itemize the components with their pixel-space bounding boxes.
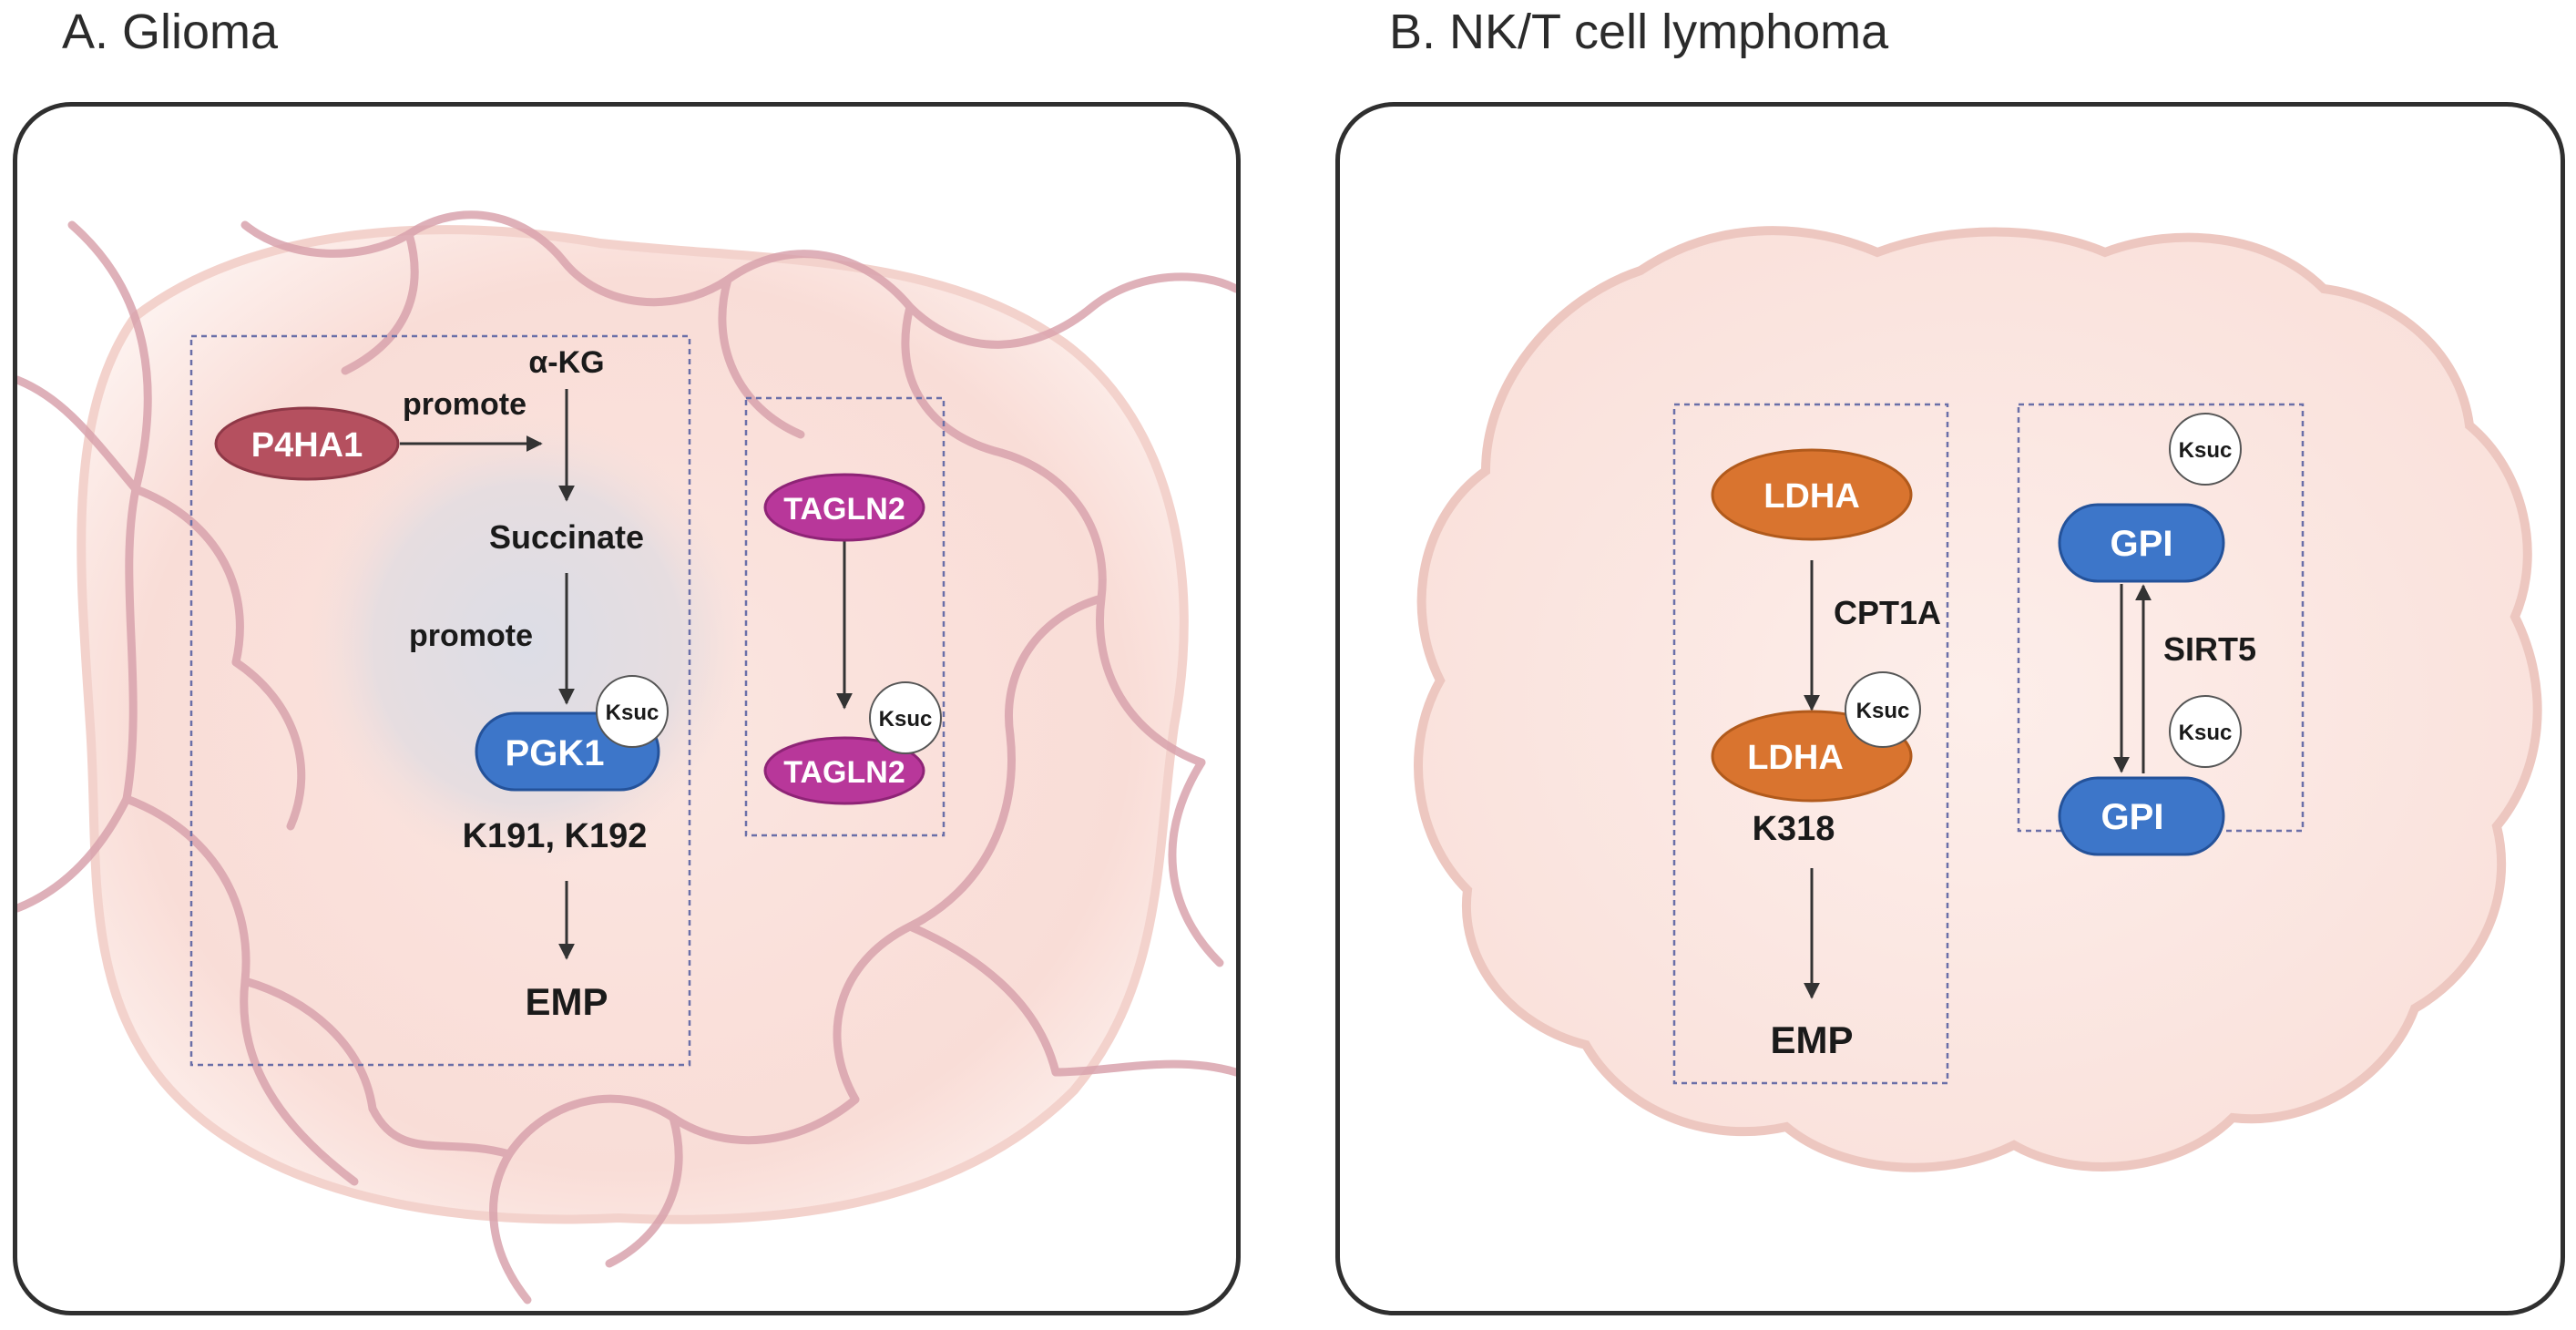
k318-label: K318 (1753, 810, 1835, 848)
pgk1-label: PGK1 (506, 733, 605, 773)
emp-label-a: EMP (525, 980, 608, 1023)
gpi-top-ksuc-label: Ksuc (2179, 438, 2233, 463)
pgk1-ksuc-label: Ksuc (606, 701, 659, 725)
blood-vessels (17, 210, 1236, 1304)
tagln2-label-bottom: TAGLN2 (783, 755, 905, 790)
panel-a-canvas: P4HA1 α-KG promote Succinate promote PGK… (17, 210, 1236, 1304)
promote-label-2: promote (409, 619, 533, 653)
ldha-ksuc-badge (1845, 671, 1921, 748)
tagln2-ksuc-badge (869, 681, 942, 754)
tagln2-node-bottom (763, 736, 925, 805)
panel-b-canvas: LDHA CPT1A LDHA Ksuc K318 EMP GPI Ksuc S… (1414, 226, 2542, 1172)
ldha-label-top: LDHA (1763, 477, 1860, 516)
panel-b-nkt-lymphoma: LDHA CPT1A LDHA Ksuc K318 EMP GPI Ksuc S… (1335, 102, 2565, 1315)
tagln2-ksuc-label: Ksuc (879, 707, 933, 732)
gpi-label-bottom: GPI (2101, 797, 2164, 837)
p4ha1-label: P4HA1 (251, 426, 363, 465)
lymphoma-cell (1414, 226, 2542, 1172)
ldha-ksuc-label: Ksuc (1856, 699, 1910, 723)
tagln2-node-top (763, 473, 925, 542)
gpi-bottom-ksuc-label: Ksuc (2179, 721, 2233, 745)
sites-label: K191, K192 (463, 817, 648, 855)
ldha-label-bottom: LDHA (1747, 739, 1844, 777)
ldha-pathway-box (1672, 403, 1949, 1085)
panel-a-glioma: P4HA1 α-KG promote Succinate promote PGK… (13, 102, 1241, 1315)
tagln2-pathway-box (744, 396, 946, 837)
gpi-bottom-ksuc-badge (2169, 695, 2242, 768)
p4ha1-node (214, 406, 400, 481)
cpt1a-label: CPT1A (1834, 594, 1941, 631)
pgk1-pathway-box (189, 334, 691, 1067)
promote-label-1: promote (403, 387, 526, 422)
sirt5-label: SIRT5 (2163, 630, 2256, 668)
tagln2-label-top: TAGLN2 (783, 492, 905, 527)
gpi-label-top: GPI (2111, 524, 2173, 564)
panel-a-title: A. Glioma (62, 5, 279, 59)
panel-b-title: B. NK/T cell lymphoma (1389, 5, 1889, 59)
gpi-node-top (2058, 503, 2225, 583)
succinate-label: Succinate (489, 518, 644, 556)
gpi-node-bottom (2058, 776, 2225, 856)
ldha-node-top (1711, 448, 1913, 541)
gpi-top-ksuc-badge (2169, 413, 2242, 486)
emp-label-b: EMP (1770, 1018, 1853, 1061)
pgk1-ksuc-badge (596, 675, 669, 748)
akg-label: α-KG (528, 345, 604, 380)
